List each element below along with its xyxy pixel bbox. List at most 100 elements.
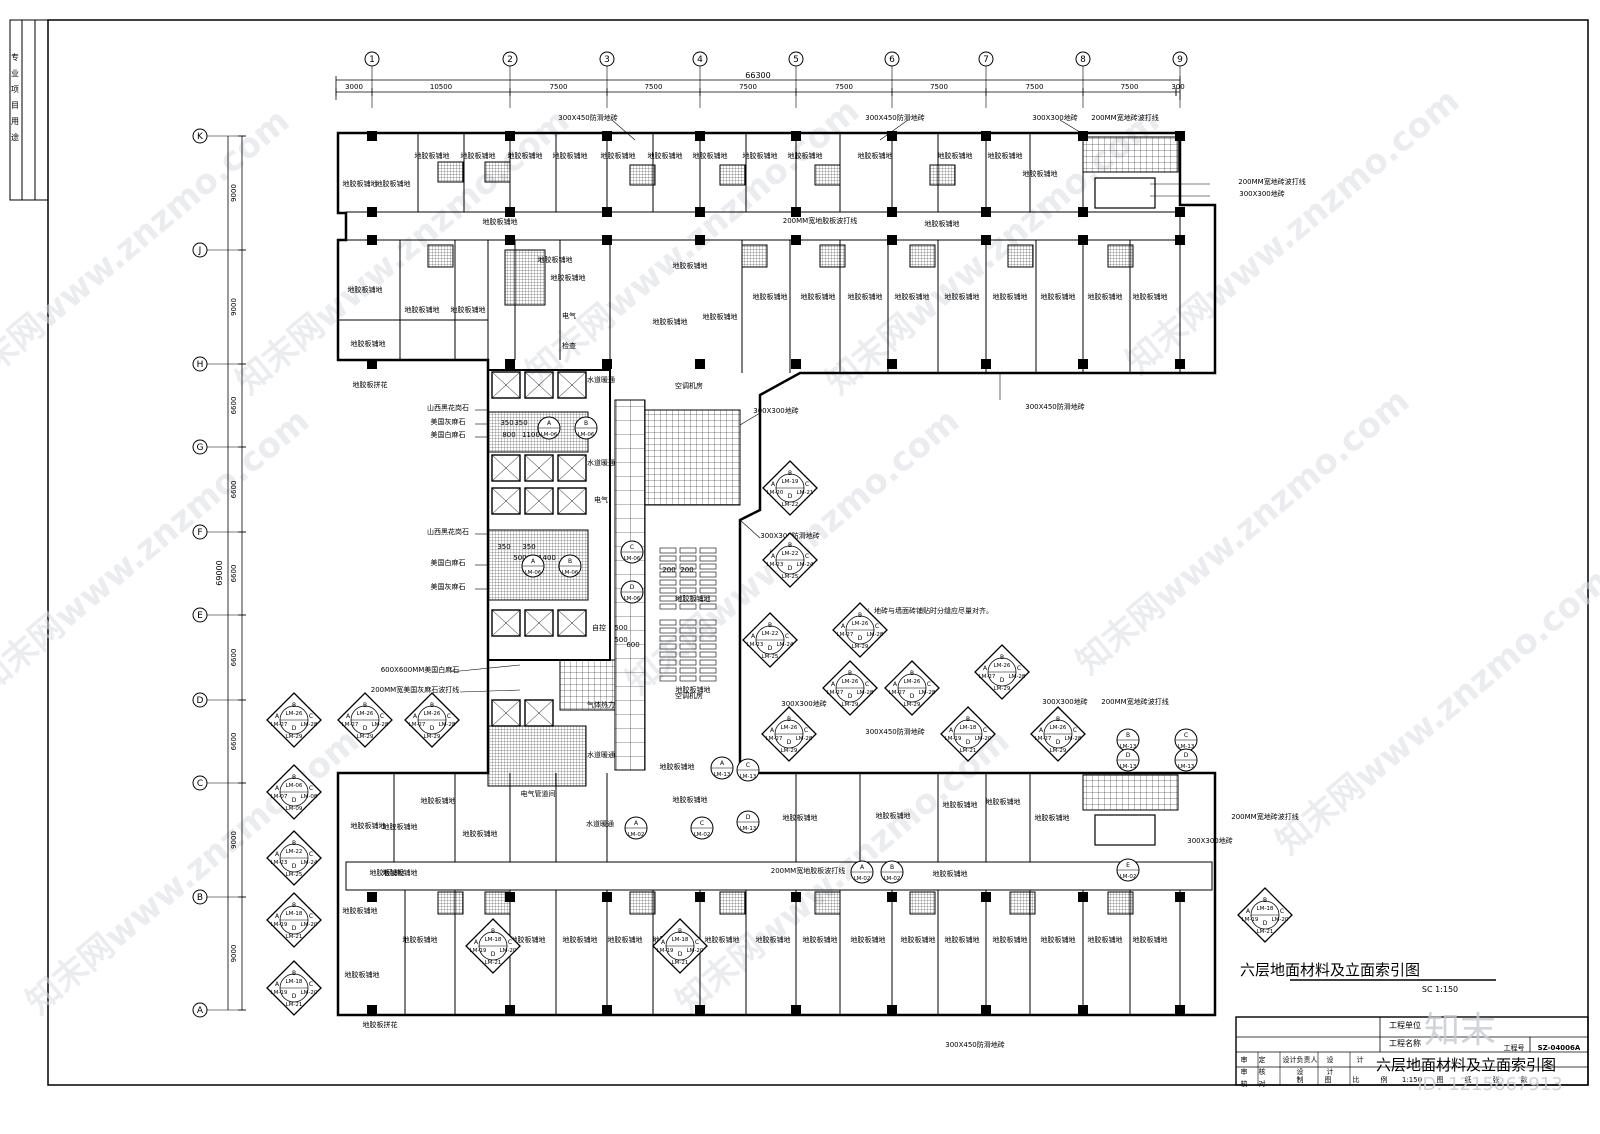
material-label: 地胶板铺地 bbox=[451, 305, 486, 314]
index-ref-letter: C bbox=[805, 553, 809, 560]
index-code: LM-27 bbox=[409, 722, 426, 728]
index-ref-letter: C bbox=[875, 623, 879, 630]
index-ref-letter: A bbox=[661, 939, 666, 946]
material-label: 地胶板铺地 bbox=[608, 935, 643, 944]
seat-row bbox=[679, 675, 697, 682]
watermark-text: 知末网www.znzmo.com bbox=[19, 721, 368, 1023]
title-block-bottom: 比 bbox=[1353, 1075, 1360, 1084]
structural-column bbox=[981, 235, 991, 245]
seat-row bbox=[699, 659, 717, 666]
index-code: LM-26 bbox=[994, 663, 1011, 669]
material-label: 地胶板铺地 bbox=[673, 795, 708, 804]
index-ref-letter: A bbox=[1039, 727, 1044, 734]
title-block-role: 设 bbox=[1297, 1067, 1304, 1076]
index-ref-letter: C bbox=[380, 713, 384, 720]
index-code: LM-18 bbox=[485, 937, 502, 943]
seat-row bbox=[659, 619, 677, 626]
toilet-tile bbox=[819, 244, 846, 268]
material-label: 300X450防滑地砖 bbox=[1025, 402, 1085, 411]
column-axis-label: 3 bbox=[604, 55, 610, 65]
segment-dim-text: 3000 bbox=[345, 83, 363, 91]
index-code: LM-23 bbox=[271, 860, 288, 866]
structural-column bbox=[887, 207, 897, 217]
index-code: LM-02 bbox=[1120, 874, 1137, 880]
leader-line bbox=[459, 689, 521, 693]
dimension-text: 350 bbox=[500, 419, 513, 427]
index-code: LM-07 bbox=[271, 794, 288, 800]
index-code: LM-18 bbox=[286, 979, 303, 985]
title-block-role: 定 bbox=[1259, 1055, 1266, 1064]
material-label: 地胶板铺地 bbox=[376, 179, 411, 188]
structural-column bbox=[887, 235, 897, 245]
index-ref-letter: B bbox=[1056, 716, 1060, 723]
index-ref-letter: B bbox=[1263, 897, 1267, 904]
material-label: 地胶板铺地 bbox=[753, 292, 788, 301]
row-axis-label: H bbox=[197, 360, 204, 370]
column-axis-label: 1 bbox=[369, 55, 375, 65]
structural-column bbox=[1078, 359, 1088, 369]
index-ref-letter: C bbox=[695, 939, 699, 946]
seat-row bbox=[679, 643, 697, 650]
material-label: 山西黑花岗石 bbox=[427, 527, 469, 536]
material-label: 地胶板铺地 bbox=[403, 935, 438, 944]
material-label: 300X450防滑地砖 bbox=[865, 727, 925, 736]
row-axis-label: E bbox=[197, 611, 203, 621]
material-label: 地胶板铺地 bbox=[1088, 935, 1123, 944]
index-code: LM-19 bbox=[1242, 917, 1259, 923]
material-label: 地胶板铺地 bbox=[703, 312, 738, 321]
material-label: 地胶板铺地 bbox=[538, 255, 573, 264]
index-ref-letter: D bbox=[746, 814, 751, 821]
index-ref-letter: C bbox=[309, 713, 313, 720]
material-label: 地胶板铺地 bbox=[483, 217, 518, 226]
material-label: 美国白麻石 bbox=[431, 558, 466, 567]
structural-column bbox=[367, 359, 377, 369]
title-block-role: 对 bbox=[1259, 1079, 1266, 1088]
index-code: LM-27 bbox=[889, 690, 906, 696]
material-label: 电气 bbox=[562, 311, 576, 320]
index-code: LM-27 bbox=[827, 690, 844, 696]
leader-line bbox=[879, 119, 909, 141]
index-code: LM-26 bbox=[852, 621, 869, 627]
drawing-scale: SC 1:150 bbox=[1422, 985, 1458, 994]
row-axis-label: C bbox=[197, 779, 203, 789]
side-strip-text: 用 bbox=[11, 117, 19, 126]
seat-row bbox=[659, 595, 677, 602]
index-ref-letter: A bbox=[949, 727, 954, 734]
title-block-role: 设 bbox=[1327, 1055, 1334, 1064]
tile-patch bbox=[559, 659, 616, 711]
elevator-cross bbox=[524, 371, 554, 399]
index-code: LM-13 bbox=[1178, 764, 1195, 770]
index-ref-letter: C bbox=[746, 762, 750, 769]
index-ref-letter: B bbox=[292, 702, 296, 709]
material-label: 地胶板铺地 bbox=[463, 829, 498, 838]
dimension-text: 500 bbox=[513, 554, 526, 562]
material-label: 地胶板铺地 bbox=[925, 219, 960, 228]
material-label: 地胶板铺地 bbox=[1023, 169, 1058, 178]
stair-tile-bottom bbox=[1082, 774, 1179, 811]
title-block-bottom: 1:150 bbox=[1402, 1076, 1422, 1084]
material-label: 地胶板铺地 bbox=[660, 762, 695, 771]
toilet-tile bbox=[1107, 244, 1134, 268]
material-label: 地胶板铺地 bbox=[343, 906, 378, 915]
structural-column bbox=[505, 207, 515, 217]
title-block-role: 核 bbox=[1259, 1067, 1266, 1076]
index-ref-letter: A bbox=[860, 864, 865, 871]
index-code: LM-21 bbox=[797, 490, 814, 496]
material-label: 地胶板铺地 bbox=[788, 151, 823, 160]
seat-row bbox=[679, 571, 697, 578]
structural-column bbox=[1175, 892, 1185, 902]
title-block-unit: 工程单位 bbox=[1389, 1020, 1421, 1030]
seat-row bbox=[699, 651, 717, 658]
stair-tile bbox=[487, 725, 587, 787]
index-ref-letter: C bbox=[309, 785, 313, 792]
structural-column bbox=[602, 235, 612, 245]
row-segment-dim-text: 6600 bbox=[230, 397, 238, 415]
material-label: 地胶板铺地 bbox=[1088, 292, 1123, 301]
index-code: LM-13 bbox=[740, 826, 757, 832]
index-ref-letter: A bbox=[983, 665, 988, 672]
index-code: LM-06 bbox=[286, 783, 303, 789]
material-label: 地胶板铺地 bbox=[461, 151, 496, 160]
